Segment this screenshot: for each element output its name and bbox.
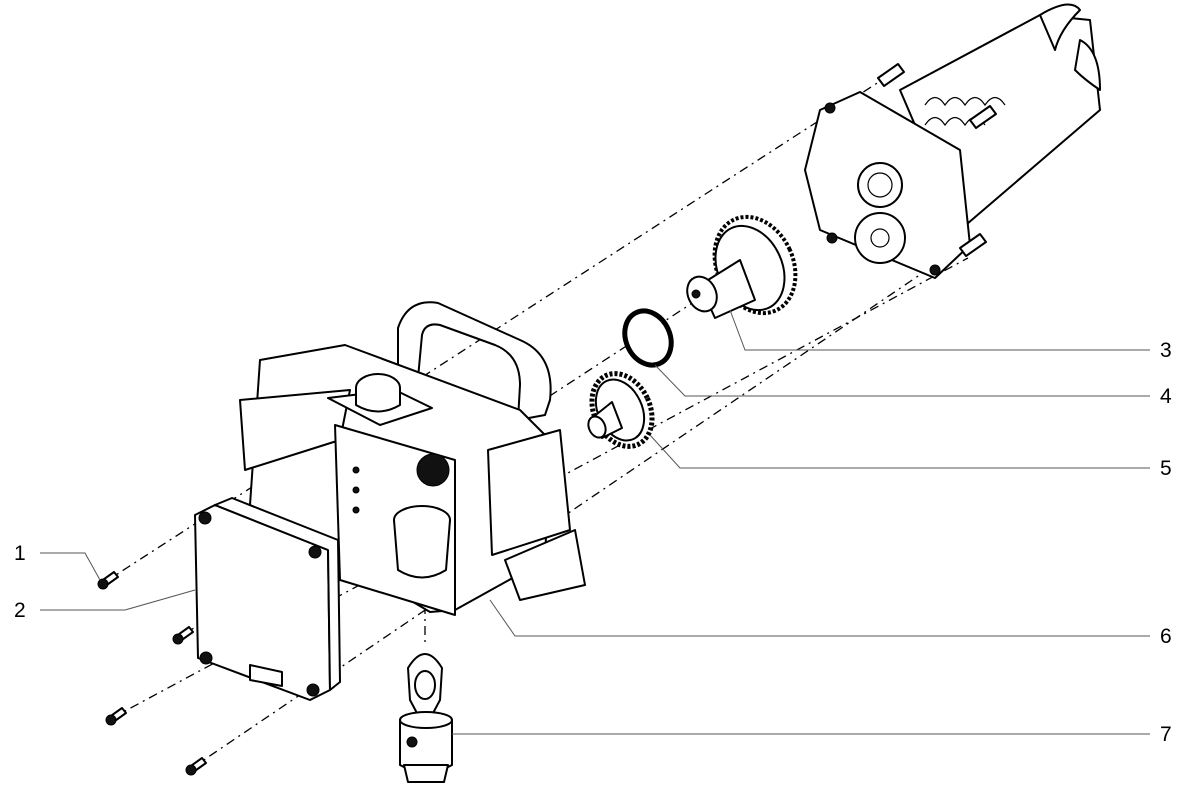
callout-1: 1 [14,542,26,565]
screw-c [105,707,127,726]
callout-3: 3 [1160,339,1172,362]
connecting-rod-yoke [399,653,453,783]
motor-assembly [804,3,1101,279]
callout-5: 5 [1160,457,1172,480]
callout-4: 4 [1160,385,1172,408]
leader-lines [40,309,1150,735]
pinion-gear [587,371,655,449]
callout-6: 6 [1160,625,1172,648]
callout-numbers: 1 2 3 4 5 6 7 [14,339,1172,746]
callout-7: 7 [1160,723,1172,746]
screw-a [97,571,119,590]
screws [97,571,207,776]
callout-2: 2 [14,599,26,622]
screw-d [185,757,207,776]
thrust-washer [622,308,674,368]
output-gear-shaft [686,214,798,319]
cover-plate [194,497,341,701]
screw-b [172,626,194,645]
gear-housing [239,301,586,616]
